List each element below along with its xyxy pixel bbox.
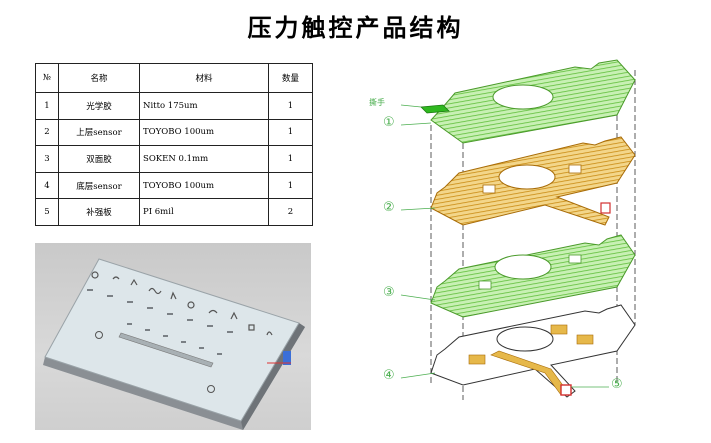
row-qty: 1 (268, 92, 313, 120)
row-no: 5 (35, 198, 59, 226)
minus-button-icon (95, 331, 103, 339)
exploded-svg (400, 59, 636, 400)
table-row: 4 底层sensor TOYOBO 100um 1 (35, 171, 313, 200)
header-name: 名称 (58, 63, 140, 93)
panel-icons (91, 271, 273, 336)
leader-lines (400, 104, 609, 388)
pull-tab (420, 104, 450, 114)
row-material: TOYOBO 100um (139, 171, 269, 200)
row-no: 4 (35, 171, 59, 200)
layer-3-double-tape (430, 234, 636, 318)
row-no: 3 (35, 145, 59, 173)
layer-1-optical-glue (420, 59, 636, 144)
row-qty: 1 (268, 145, 313, 173)
mode-icon (112, 276, 120, 280)
stiffener-bottom (560, 384, 572, 396)
callout-5: ⑤ (611, 377, 623, 392)
callout-1: ① (383, 115, 395, 130)
tab-label: 撕手 (369, 98, 385, 107)
row-qty: 2 (268, 198, 313, 226)
row-material: TOYOBO 100um (139, 118, 269, 147)
layer-2-top-sensor (430, 136, 636, 226)
callout-4: ④ (383, 368, 395, 383)
indicator-dots (87, 289, 233, 355)
row-qty: 1 (268, 171, 313, 200)
heat-icon (130, 278, 138, 286)
wave-icon (148, 287, 162, 295)
panel-side-edge (43, 323, 305, 430)
row-qty: 1 (268, 118, 313, 147)
table-row: 3 双面胶 SOKEN 0.1mm 1 (35, 145, 313, 173)
header-qty: 数量 (268, 63, 313, 93)
panel-top-surface (44, 258, 300, 422)
slider-bar (118, 332, 214, 368)
header-material: 材料 (139, 63, 269, 93)
row-name: 补强板 (58, 198, 140, 226)
power-icon (91, 271, 99, 279)
table-row: 5 补强板 PI 6mil 2 (35, 198, 313, 226)
callout-2: ② (383, 200, 395, 215)
fan-icon (170, 291, 177, 300)
leaf-icon (230, 311, 238, 320)
product-render (35, 243, 311, 430)
timer-icon (187, 301, 195, 309)
plus-button-icon (207, 385, 215, 393)
header-no: № (35, 63, 59, 93)
table-row: 2 上层sensor TOYOBO 100um 1 (35, 118, 313, 147)
table-header-row: № 名称 材料 数量 (35, 63, 313, 93)
panel-render-svg (43, 258, 305, 430)
row-name: 底层sensor (58, 171, 140, 200)
row-name: 上层sensor (58, 118, 140, 147)
layer-4-bottom-sensor (430, 304, 636, 398)
steam-icon (208, 309, 218, 314)
page-title: 压力触控产品结构 (247, 14, 464, 42)
row-name: 光学胶 (58, 92, 140, 120)
callout-3: ③ (383, 285, 395, 300)
box-icon (248, 324, 255, 331)
row-material: Nitto 175um (139, 92, 269, 120)
panel-right-edge (241, 323, 305, 430)
drop-icon (266, 331, 273, 336)
row-material: SOKEN 0.1mm (139, 145, 269, 173)
connector-blue (283, 351, 291, 365)
exploded-diagram: 撕手 ① ② ③ ④ ⑤ (355, 55, 655, 404)
row-no: 1 (35, 92, 59, 120)
bom-table: № 名称 材料 数量 1 光学胶 Nitto 175um 1 2 上层senso… (35, 63, 313, 226)
stiffener-top (600, 202, 611, 214)
row-material: PI 6mil (139, 198, 269, 226)
table-row: 1 光学胶 Nitto 175um 1 (35, 92, 313, 120)
row-name: 双面胶 (58, 145, 140, 173)
row-no: 2 (35, 118, 59, 147)
